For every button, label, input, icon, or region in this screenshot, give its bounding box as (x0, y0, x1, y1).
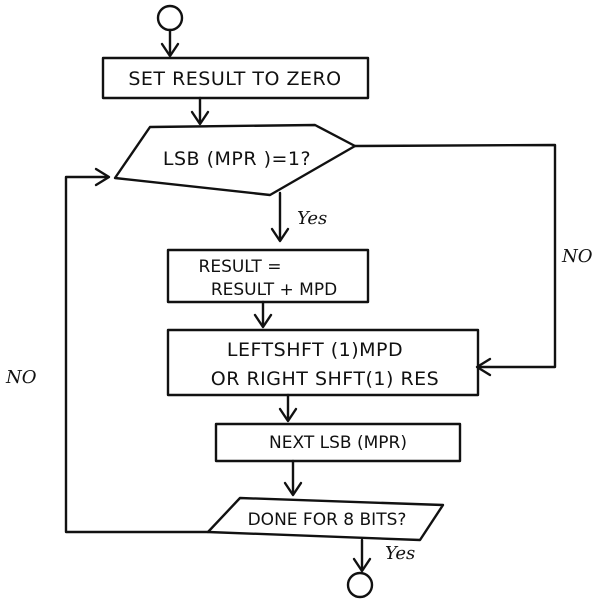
arrowhead-add-to-shift (253, 313, 273, 329)
shift-label-2: OR RIGHT SHFT(1) RES (211, 368, 439, 390)
add-mpd-label-2: RESULT + MPD (211, 280, 337, 300)
lsb-decision-label: LSB (MPR )=1? (163, 148, 311, 170)
done-decision-label: DONE FOR 8 BITS? (248, 510, 407, 530)
arrowhead-done-no (94, 167, 111, 187)
done-no-label: NO (5, 367, 37, 388)
arrowhead-shift-to-next (278, 407, 298, 423)
shift-box (166, 328, 480, 397)
set-result-label: SET RESULT TO ZERO (128, 68, 341, 90)
next-lsb-label: NEXT LSB (MPR) (269, 433, 407, 453)
add-mpd-box (166, 248, 370, 304)
lsb-no-label: NO (561, 246, 593, 267)
next-lsb-box (214, 422, 462, 463)
arrowhead-start-to-set (160, 42, 180, 58)
lsb-decision-shape (113, 123, 357, 197)
shift-label-1: LEFTSHFT (1)MPD (227, 339, 403, 361)
add-mpd-label-1: RESULT = (199, 257, 282, 277)
arrowhead-set-to-lsb (190, 110, 210, 126)
done-decision-shape (206, 496, 445, 542)
arrowhead-done-yes (352, 557, 372, 573)
arrow-lsb-no (353, 143, 557, 369)
end-terminal (346, 571, 374, 599)
arrowhead-next-to-done (283, 481, 303, 497)
arrowhead-lsb-yes (270, 227, 290, 243)
start-terminal (156, 4, 184, 32)
arrow-done-no (64, 175, 210, 534)
lsb-yes-label: Yes (297, 208, 327, 229)
done-yes-label: Yes (385, 543, 415, 564)
set-result-box (101, 56, 370, 100)
